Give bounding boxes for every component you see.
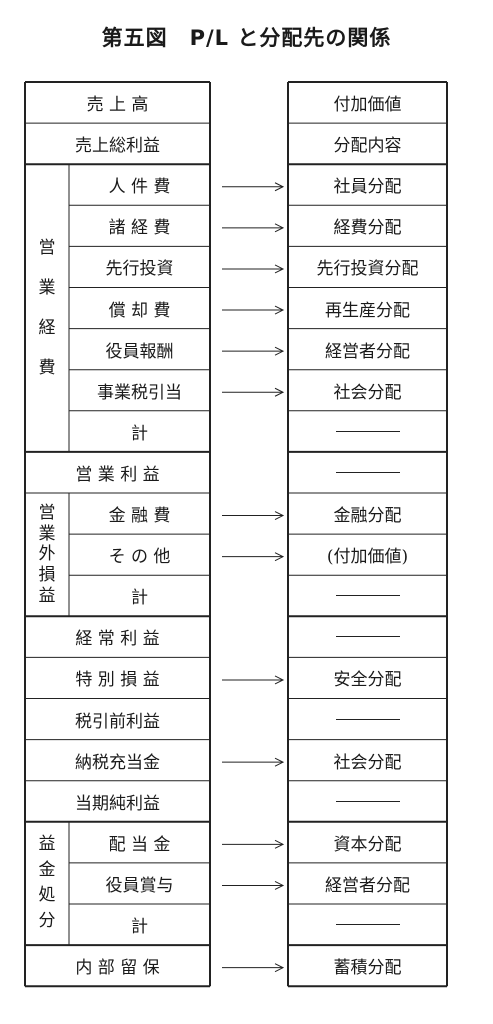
- flow-arrow-7: [222, 387, 285, 397]
- pl-item-row-14: 特 別 損 益: [75, 670, 160, 691]
- distribution-row-12: [288, 575, 447, 616]
- distribution-row-19: 経営者分配: [325, 875, 410, 896]
- pl-item-row-16: 納税充当金: [75, 752, 160, 773]
- flow-arrow-6: [222, 346, 285, 356]
- flow-arrow-4: [222, 264, 285, 274]
- empty-dash-mark: [335, 924, 400, 926]
- pl-item-row-13: 経 常 利 益: [75, 629, 160, 650]
- distribution-row-15: [288, 699, 447, 740]
- distribution-row-21: 蓄積分配: [333, 958, 402, 979]
- distribution-row-16: 社会分配: [333, 752, 402, 773]
- distribution-row-1: 分配内容: [333, 136, 402, 157]
- pl-item-row-17: 当期純利益: [75, 793, 160, 814]
- pl-item-row-5: 償 却 費: [108, 300, 171, 321]
- distribution-row-8: [288, 411, 447, 452]
- flow-arrow-19: [222, 881, 285, 890]
- pl-item-row-9: 営 業 利 益: [75, 464, 160, 485]
- distribution-row-13: [288, 616, 447, 657]
- pl-item-row-2: 人 件 費: [108, 177, 171, 198]
- distribution-row-9: [288, 452, 447, 493]
- empty-dash-mark: [335, 636, 400, 638]
- empty-dash-mark: [335, 471, 400, 473]
- pl-item-row-6: 役員報酬: [105, 341, 174, 362]
- distribution-row-4: 先行投資分配: [316, 259, 419, 280]
- pl-item-row-15: 税引前利益: [75, 711, 160, 732]
- pl-item-row-7: 事業税引当: [97, 382, 182, 403]
- flow-arrow-16: [222, 757, 285, 767]
- pl-item-row-20: 計: [131, 917, 148, 938]
- distribution-row-0: 付加価値: [333, 95, 402, 116]
- flow-arrow-10: [222, 511, 285, 520]
- distribution-row-11: (付加価値): [326, 547, 409, 568]
- group-label-0: 営業経費: [38, 238, 56, 379]
- pl-item-row-10: 金 融 費: [108, 506, 171, 527]
- pl-item-row-4: 先行投資: [105, 259, 174, 280]
- flow-arrow-21: [222, 963, 285, 973]
- empty-dash-mark: [335, 595, 400, 597]
- pl-item-row-3: 諸 経 費: [108, 218, 171, 239]
- distribution-row-18: 資本分配: [333, 834, 402, 855]
- pl-item-row-21: 内 部 留 保: [75, 958, 160, 979]
- pl-item-row-1: 売上総利益: [75, 136, 160, 157]
- distribution-row-7: 社会分配: [333, 382, 402, 403]
- group-label-1: 営業外損益: [38, 503, 56, 606]
- flow-arrow-2: [222, 182, 285, 192]
- pl-item-row-19: 役員賞与: [105, 875, 174, 896]
- distribution-row-5: 再生産分配: [325, 300, 410, 321]
- pl-item-row-8: 計: [131, 423, 148, 444]
- pl-item-row-0: 売 上 高: [86, 95, 149, 116]
- pl-item-row-11: そ の 他: [108, 547, 171, 568]
- flow-arrow-11: [222, 552, 285, 562]
- flow-arrow-14: [222, 675, 285, 685]
- distribution-row-14: 安全分配: [333, 670, 402, 691]
- figure-title: 第五図 P/L と分配先の関係: [101, 26, 392, 50]
- pl-item-row-18: 配 当 金: [108, 834, 171, 855]
- distribution-row-3: 経費分配: [333, 218, 402, 239]
- distribution-row-2: 社員分配: [333, 177, 402, 198]
- distribution-row-17: [288, 781, 447, 822]
- distribution-row-6: 経営者分配: [325, 341, 410, 362]
- distribution-row-20: [288, 904, 447, 945]
- flow-arrow-3: [222, 223, 285, 233]
- flow-arrow-18: [222, 839, 285, 849]
- distribution-row-10: 金融分配: [333, 506, 402, 527]
- empty-dash-mark: [335, 430, 400, 432]
- group-label-2: 益金処分: [38, 833, 56, 932]
- empty-dash-mark: [335, 800, 400, 802]
- empty-dash-mark: [335, 718, 400, 720]
- pl-item-row-12: 計: [131, 588, 148, 609]
- flow-arrow-5: [222, 305, 285, 315]
